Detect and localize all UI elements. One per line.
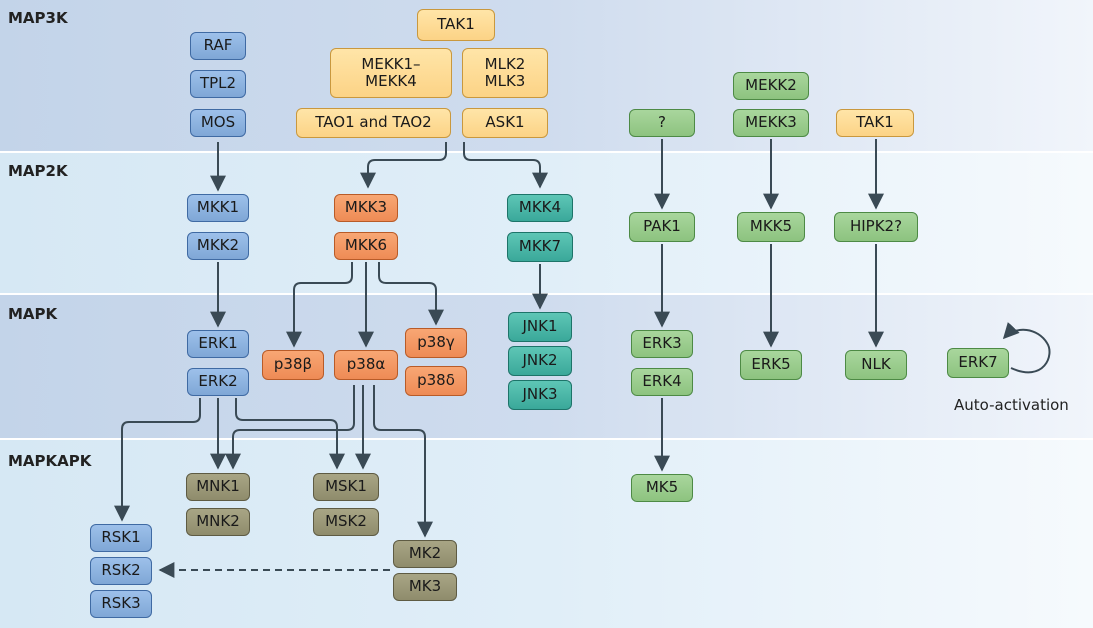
node-mkk3: MKK3: [334, 194, 398, 222]
arrow-mkk6-p38b: [286, 262, 353, 348]
node-rsk3: RSK3: [90, 590, 152, 618]
node-pak1: PAK1: [629, 212, 695, 242]
node-unknown-question: ?: [629, 109, 695, 137]
node-erk5: ERK5: [740, 350, 802, 380]
node-mkk1: MKK1: [187, 194, 249, 222]
band-label-mapk: MAPK: [8, 305, 58, 323]
node-p38-gamma: p38γ: [405, 328, 467, 358]
node-mos: MOS: [190, 109, 246, 137]
node-msk2: MSK2: [313, 508, 379, 536]
node-tak1-right: TAK1: [836, 109, 914, 137]
arrow-tao-mkk3: [360, 142, 447, 189]
node-mkk5: MKK5: [737, 212, 805, 242]
node-mekk2: MEKK2: [733, 72, 809, 100]
node-erk3: ERK3: [631, 330, 693, 358]
node-erk2: ERK2: [187, 368, 249, 396]
auto-activation-label: Auto-activation: [954, 396, 1069, 414]
node-p38-beta: p38β: [262, 350, 324, 380]
node-mnk2: MNK2: [186, 508, 250, 536]
node-mk2: MK2: [393, 540, 457, 568]
arrow-mkk6-p38g: [378, 262, 444, 326]
node-rsk2: RSK2: [90, 557, 152, 585]
node-rsk1: RSK1: [90, 524, 152, 552]
node-p38-alpha: p38α: [334, 350, 398, 380]
arrow-erk2-rsk: [114, 398, 201, 522]
node-mlk2-mlk3: MLK2 MLK3: [462, 48, 548, 98]
node-nlk: NLK: [845, 350, 907, 380]
node-tao1-tao2: TAO1 and TAO2: [296, 108, 451, 138]
node-jnk3: JNK3: [508, 380, 572, 410]
node-mekk3: MEKK3: [733, 109, 809, 137]
node-ask1: ASK1: [462, 108, 548, 138]
band-label-map3k: MAP3K: [8, 9, 68, 27]
arrow-erk7-auto-activation: [1002, 321, 1051, 374]
node-p38-delta: p38δ: [405, 366, 467, 396]
node-msk1: MSK1: [313, 473, 379, 501]
band-mapkapk: [0, 440, 1093, 628]
node-mkk6: MKK6: [334, 232, 398, 260]
node-mkk2: MKK2: [187, 232, 249, 260]
node-raf: RAF: [190, 32, 246, 60]
node-mkk7: MKK7: [507, 232, 573, 262]
node-mk5: MK5: [631, 474, 693, 502]
node-jnk1: JNK1: [508, 312, 572, 342]
node-tpl2: TPL2: [190, 70, 246, 98]
band-label-map2k: MAP2K: [8, 162, 68, 180]
node-mkk4: MKK4: [507, 194, 573, 222]
arrow-p38a-mnk1: [225, 385, 355, 470]
node-mekk1-mekk4: MEKK1– MEKK4: [330, 48, 452, 98]
node-erk1: ERK1: [187, 330, 249, 358]
node-erk7: ERK7: [947, 348, 1009, 378]
band-label-mapkapk: MAPKAPK: [8, 452, 92, 470]
node-tak1-top: TAK1: [417, 9, 495, 41]
arrow-ask1-mkk4: [463, 142, 548, 189]
node-jnk2: JNK2: [508, 346, 572, 376]
arrow-p38a-mk2: [373, 385, 433, 538]
node-erk4: ERK4: [631, 368, 693, 396]
node-mnk1: MNK1: [186, 473, 250, 501]
node-mk3: MK3: [393, 573, 457, 601]
node-hipk2: HIPK2?: [834, 212, 918, 242]
arrow-erk2-msk1: [235, 398, 345, 470]
